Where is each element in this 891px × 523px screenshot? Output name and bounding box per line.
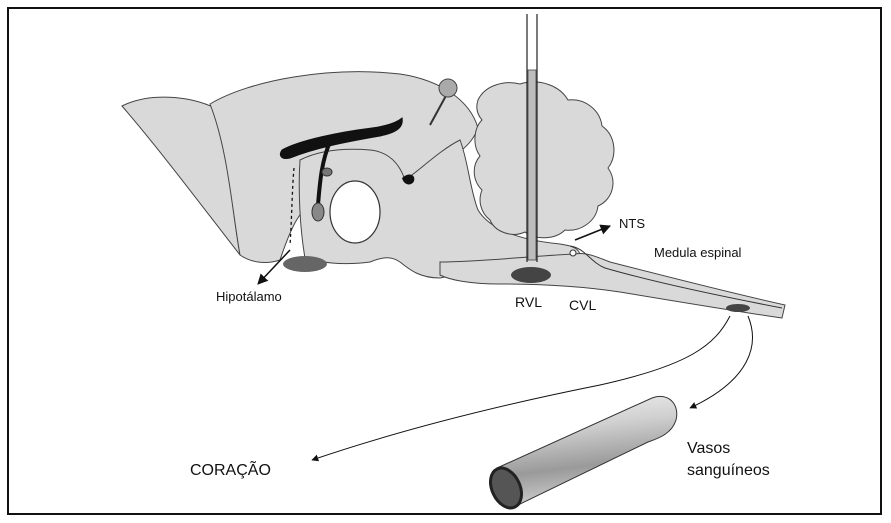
rvl-nucleus	[511, 267, 551, 283]
label-nts: NTS	[619, 216, 645, 231]
label-spinal-cord: Medula espinal	[654, 245, 742, 260]
small-nucleus-lower	[312, 203, 324, 221]
cvl-marker	[570, 250, 576, 256]
label-rvl: RVL	[515, 294, 542, 310]
blood-vessel-tube	[497, 396, 677, 507]
hypothalamus-region	[283, 256, 327, 272]
heart-projection-arrow	[312, 316, 730, 460]
pineal-gland	[439, 79, 457, 97]
cerebellum	[474, 82, 614, 238]
label-heart: CORAÇÃO	[190, 459, 271, 479]
spinal-nucleus	[726, 304, 750, 312]
electrode-sleeve	[528, 70, 536, 260]
small-nucleus-upper	[322, 168, 332, 176]
label-vessels-line1: Vasos	[687, 440, 730, 457]
label-vessels-line2: sanguíneos	[687, 462, 770, 479]
third-ventricle	[330, 181, 380, 243]
label-hypothalamus: Hipotálamo	[216, 289, 282, 304]
label-cvl: CVL	[569, 297, 596, 313]
